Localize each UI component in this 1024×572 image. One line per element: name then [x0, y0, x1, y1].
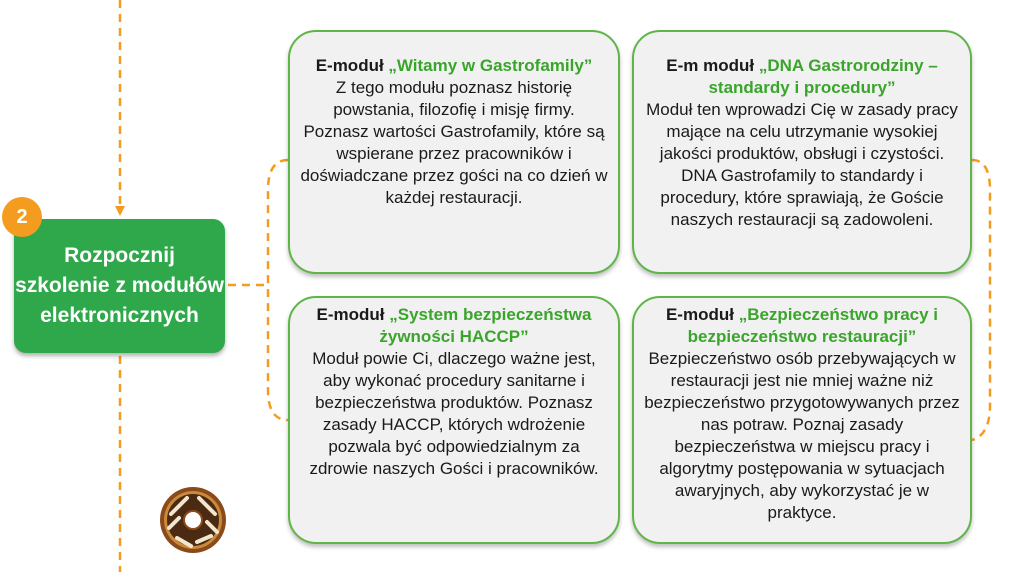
module-heading: E-m moduł „DNA Gastrorodziny – standardy…	[644, 55, 960, 99]
right-bracket	[971, 158, 992, 442]
left-bracket	[266, 158, 289, 422]
module-title: „Witamy w Gastrofamily”	[388, 56, 593, 75]
module-prefix: E-moduł	[315, 56, 389, 75]
step-number: 2	[16, 205, 28, 228]
module-card-safety: E-moduł „Bezpieczeństwo pracy i bezpiecz…	[632, 296, 972, 544]
module-description: Bezpieczeństwo osób przebywających w res…	[644, 349, 960, 522]
module-title: „System bezpieczeństwa żywności HACCP”	[379, 305, 592, 346]
module-card-welcome: E-moduł „Witamy w Gastrofamily” Z tego m…	[288, 30, 620, 274]
module-prefix: E-m moduł	[666, 56, 759, 75]
timeline-arrow	[115, 206, 125, 216]
module-title: „Bezpieczeństwo pracy i bezpieczeństwo r…	[687, 305, 939, 346]
module-card-haccp: E-moduł „System bezpieczeństwa żywności …	[288, 296, 620, 544]
donut-icon	[160, 487, 226, 553]
step-number-badge: 2	[2, 197, 42, 237]
step-label: Rozpocznij szkolenie z modułów elektroni…	[15, 244, 224, 327]
module-card-dna: E-m moduł „DNA Gastrorodziny – standardy…	[632, 30, 972, 274]
module-heading: E-moduł „Witamy w Gastrofamily”	[300, 55, 608, 77]
step-box: Rozpocznij szkolenie z modułów elektroni…	[14, 219, 225, 353]
module-heading: E-moduł „Bezpieczeństwo pracy i bezpiecz…	[644, 304, 960, 348]
module-prefix: E-moduł	[665, 305, 739, 324]
module-description: Z tego modułu poznasz historię powstania…	[300, 78, 608, 207]
module-description: Moduł ten wprowadzi Cię w zasady pracy m…	[646, 100, 958, 229]
module-prefix: E-moduł	[316, 305, 390, 324]
module-heading: E-moduł „System bezpieczeństwa żywności …	[300, 304, 608, 348]
module-title: „DNA Gastrorodziny – standardy i procedu…	[708, 56, 938, 97]
module-description: Moduł powie Ci, dlaczego ważne jest, aby…	[309, 349, 599, 478]
